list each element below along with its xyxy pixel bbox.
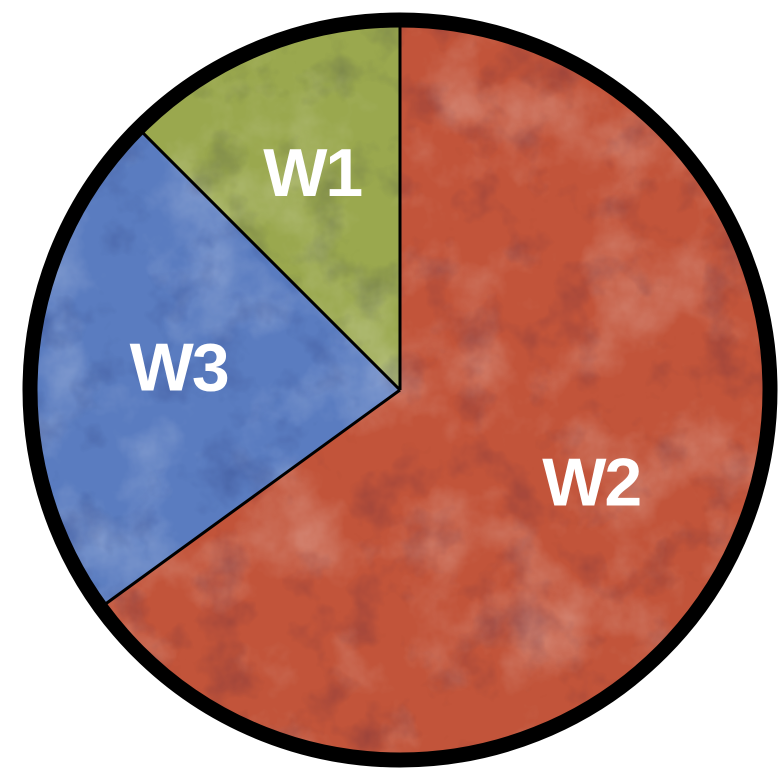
slice-label-w1: W1 [263,135,361,211]
slice-label-w3: W3 [130,330,228,406]
pie-outer-border [22,12,778,768]
slice-label-w2: W2 [542,444,640,520]
slice-borders [99,20,402,609]
slice-divider-w3 [99,388,401,609]
slice-divider-w1 [137,127,402,392]
slice-labels: W2 W3 W1 [130,135,643,520]
